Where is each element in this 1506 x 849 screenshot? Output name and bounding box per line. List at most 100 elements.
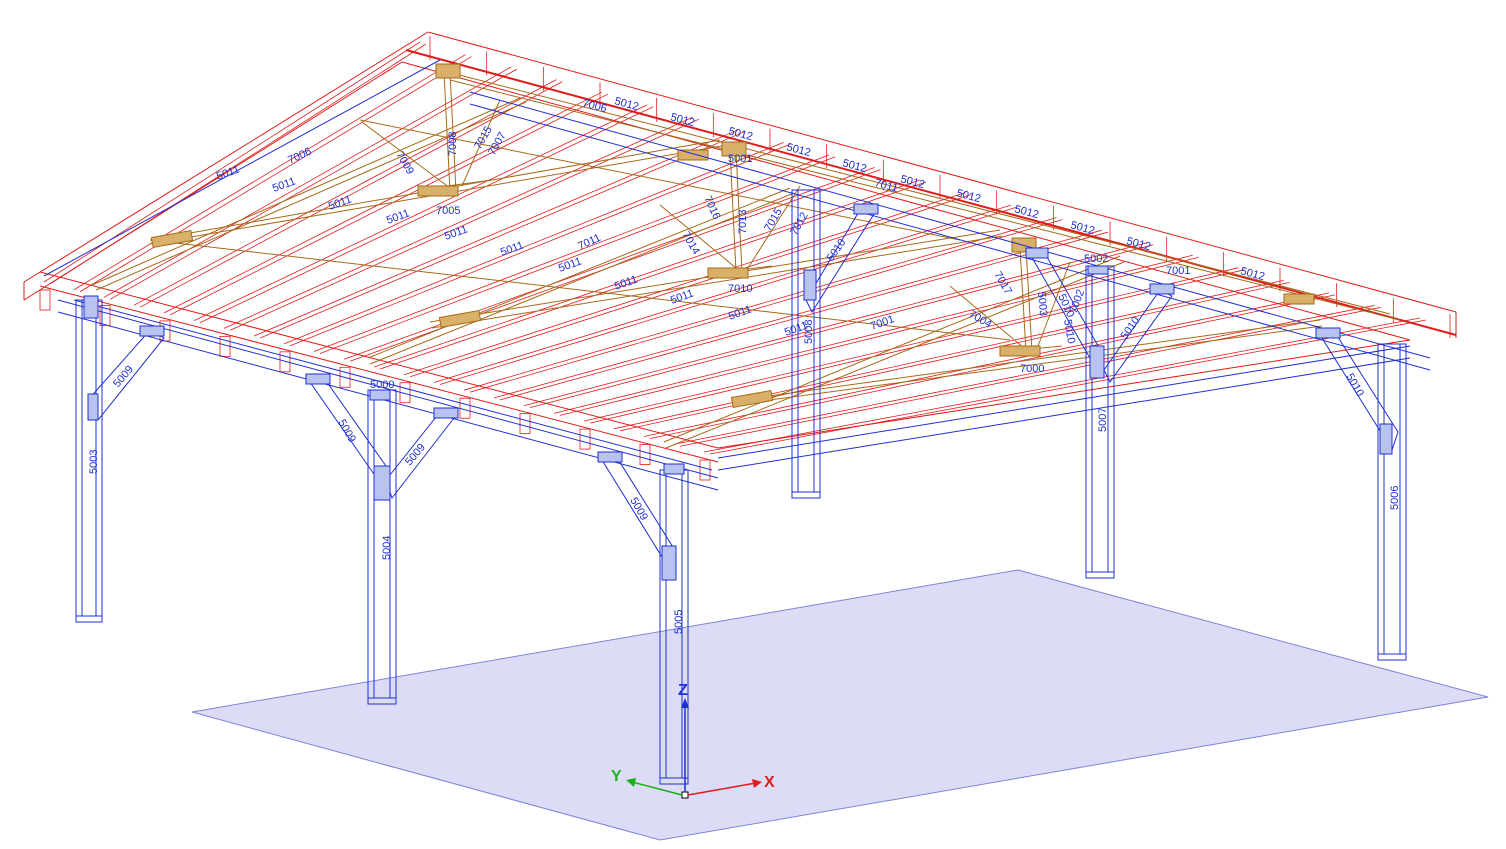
rafter-left[interactable] [433, 204, 1012, 383]
label-rafter-5012-j[interactable]: 5012 [1125, 235, 1152, 253]
label-column-5003[interactable]: 5003 [88, 450, 100, 474]
label-truss-7005[interactable]: 7005 [436, 205, 460, 217]
label-truss-7008[interactable]: 7008 [447, 132, 459, 156]
ground-plane [191, 569, 1489, 841]
axis-x-arrow [752, 779, 762, 788]
rafter-left[interactable] [613, 279, 1284, 430]
label-column-5007[interactable]: 5007 [1097, 408, 1109, 432]
axis-y-label: Y [611, 768, 622, 785]
rafter-left[interactable] [523, 242, 1148, 407]
label-beam-5002[interactable]: 5002 [1084, 253, 1108, 265]
column-5008[interactable] [791, 189, 821, 499]
label-5003[interactable]: 5003 [1035, 291, 1049, 316]
rafter-left-edge [649, 294, 1336, 439]
rafters-group[interactable] [39, 36, 1451, 481]
label-truss-7001-b[interactable]: 7001 [1166, 265, 1190, 277]
rafter-left-edge [109, 68, 518, 300]
label-column-5005[interactable]: 5005 [673, 610, 685, 634]
rafter-left[interactable] [343, 167, 875, 360]
plate [721, 141, 747, 157]
label-truss-7000[interactable]: 7000 [1020, 363, 1044, 375]
label-truss-7006-a[interactable]: 7006 [286, 145, 313, 166]
rafter-left[interactable] [643, 292, 1330, 437]
label-truss-7017[interactable]: 7017 [991, 270, 1014, 297]
rafter-left[interactable] [313, 154, 830, 352]
label-truss-7015-b[interactable]: 7015 [762, 206, 785, 233]
label-rafter-5011-i[interactable]: 5011 [669, 287, 695, 306]
label-rafter-5011-j[interactable]: 5011 [727, 303, 753, 322]
rafter-left[interactable] [253, 129, 739, 337]
label-knee-5010-c[interactable]: 5010 [1119, 315, 1143, 342]
bracing-group[interactable] [91, 69, 1401, 449]
label-truss-7013[interactable]: 7013 [737, 210, 749, 234]
truss2-kingpost[interactable] [735, 149, 743, 273]
rafter-left[interactable] [43, 41, 421, 283]
rafter-left[interactable] [373, 179, 921, 368]
axis-x-label: X [764, 774, 775, 791]
plate [707, 267, 749, 279]
rafter-tail [39, 289, 51, 311]
beam-left[interactable] [43, 59, 441, 277]
beam-5000[interactable] [57, 299, 719, 479]
rafter-left[interactable] [583, 267, 1239, 422]
label-truss-7014[interactable]: 7014 [679, 230, 702, 257]
beam-5002[interactable] [717, 345, 1411, 459]
column-5006[interactable] [1377, 343, 1407, 661]
label-beam-5000[interactable]: 5000 [370, 379, 394, 391]
brace-long-3[interactable] [739, 319, 1321, 401]
axis-y-line [631, 781, 683, 796]
rafter-left[interactable] [193, 104, 648, 321]
brace-7001-b[interactable] [663, 255, 1121, 443]
rafter-left[interactable] [703, 317, 1421, 453]
rafter-left-edge [259, 131, 745, 339]
brace-7011-b[interactable] [367, 187, 791, 359]
label-truss-7010[interactable]: 7010 [728, 283, 752, 295]
label-truss-7011-a[interactable]: 7011 [576, 232, 603, 253]
axis-triad[interactable]: Z X Y [611, 682, 775, 799]
label-knee-5009-c[interactable]: 5009 [403, 441, 428, 467]
brace-7006-a[interactable] [91, 97, 521, 286]
rafter-left[interactable] [553, 254, 1193, 414]
brace-long-4[interactable] [449, 79, 1401, 321]
label-column-5004[interactable]: 5004 [381, 536, 393, 560]
eave-left[interactable] [23, 31, 429, 283]
knee-brace-5010-c[interactable] [1103, 289, 1173, 383]
label-column-5006[interactable]: 5006 [1389, 486, 1401, 510]
label-truss-7009[interactable]: 7009 [393, 150, 416, 177]
beam-5001[interactable] [469, 91, 1431, 359]
rafter-left[interactable] [463, 217, 1057, 391]
rafter-left-edge [709, 319, 1427, 455]
label-knee-5009-d[interactable]: 5009 [627, 496, 650, 523]
label-rafter-5011-a[interactable]: 5011 [215, 163, 241, 182]
label-column-5008[interactable]: 5008 [803, 320, 815, 344]
rafter-left[interactable] [403, 192, 966, 376]
label-truss-7002[interactable]: 7002 [1068, 288, 1088, 315]
rafter-left[interactable] [223, 116, 693, 329]
label-truss-7016[interactable]: 7016 [701, 194, 722, 221]
label-truss-7011-b[interactable]: 7011 [873, 177, 899, 195]
label-5010-x[interactable]: 5010 [1061, 318, 1077, 344]
brace-long-2[interactable] [359, 119, 961, 241]
member-labels: 5003 5004 5005 5006 5007 5008 5000 5001 … [88, 95, 1401, 634]
plate [730, 390, 774, 408]
brace-long-1[interactable] [149, 239, 1011, 341]
label-rafter-5011-g[interactable]: 5011 [557, 255, 583, 274]
ridge-beam[interactable] [405, 49, 1457, 336]
label-rafter-5011-b[interactable]: 5011 [271, 175, 297, 194]
label-beam-5001[interactable]: 5001 [728, 153, 752, 165]
label-truss-7004[interactable]: 7004 [967, 308, 994, 331]
truss3-kingpost[interactable] [1025, 247, 1033, 353]
label-rafter-5011-e[interactable]: 5011 [443, 223, 469, 242]
rafter-left[interactable] [133, 79, 557, 306]
rafter-left[interactable] [283, 141, 784, 345]
rafter-left[interactable] [163, 91, 602, 314]
truss1-kingpost[interactable] [449, 71, 457, 193]
rafter-left-edge [199, 106, 654, 323]
rafter-left[interactable] [103, 66, 512, 298]
rafter-left-edge [379, 181, 927, 370]
rafter-left-edge [529, 244, 1154, 409]
axis-origin [681, 791, 689, 799]
rafter-left[interactable] [73, 54, 466, 291]
